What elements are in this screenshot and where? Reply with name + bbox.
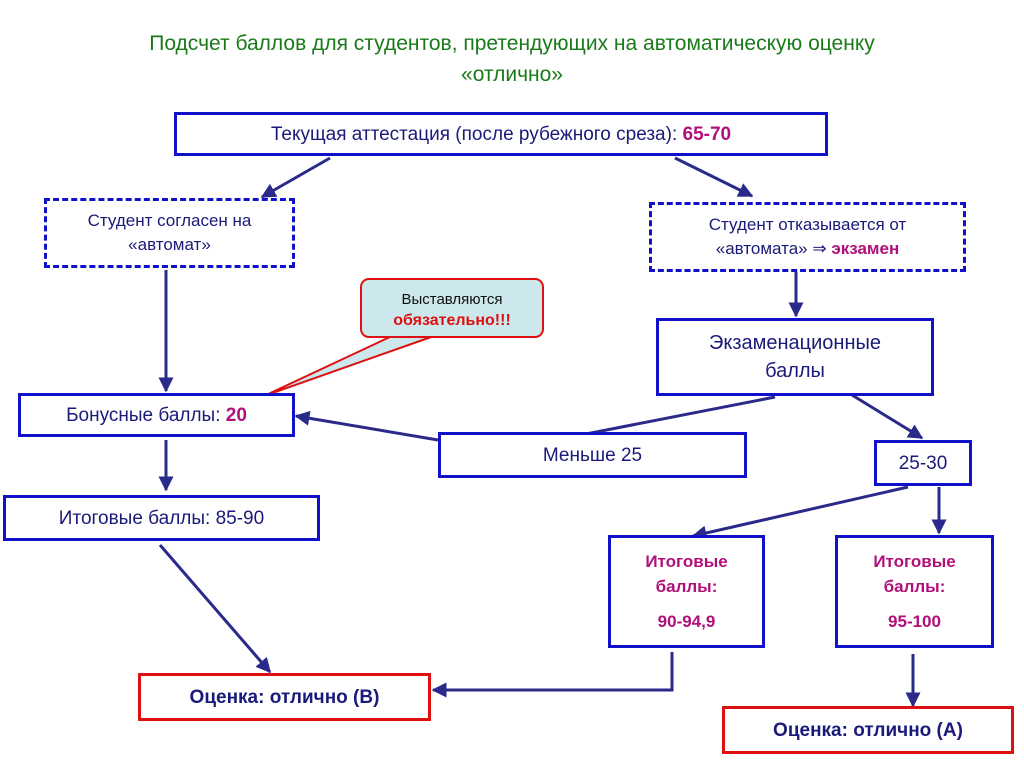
arrow-final-mid-to-grade-b <box>431 652 674 698</box>
exam-points-box: Экзаменационные баллы <box>656 318 934 396</box>
refuse-line-1: Студент отказывается от <box>708 215 907 234</box>
final-mid-value: 90-94,9 <box>657 612 716 631</box>
final-right-line-2: баллы: <box>883 577 946 596</box>
refuse-line-2: «автомата» <box>715 239 813 258</box>
agree-box: Студент согласен на «автомат» <box>44 198 295 268</box>
bonus-box: Бонусные баллы: 20 <box>18 393 295 437</box>
arrow-final-to-grade-b <box>158 544 272 674</box>
agree-line-2: «автомат» <box>128 235 211 254</box>
mandatory-callout: Выставляются обязательно!!! <box>360 278 544 338</box>
refuse-box: Студент отказывается от «автомата» ⇒ экз… <box>649 202 966 272</box>
arrow-exam-to-less <box>585 395 776 436</box>
callout-line-1: Выставляются <box>401 291 503 308</box>
current-attestation-box: Текущая аттестация (после рубежного срез… <box>174 112 828 156</box>
final-mid-line-1: Итоговые <box>645 552 728 571</box>
arrow-range-to-final-mid <box>691 485 909 541</box>
title-line-2: «отлично» <box>461 63 563 86</box>
exam-line-1: Экзаменационные <box>708 332 882 354</box>
less-than-label: Меньше 25 <box>542 444 643 466</box>
grade-a-label: Оценка: отлично (А) <box>773 719 963 741</box>
final-right-line-1: Итоговые <box>873 552 956 571</box>
callout-pointer <box>263 335 435 397</box>
agree-line-1: Студент согласен на <box>87 211 252 230</box>
final-points-left-box: Итоговые баллы: 85-90 <box>3 495 320 541</box>
bonus-value: 20 <box>225 404 247 426</box>
arrow-current-to-refuse <box>674 156 754 198</box>
implies-symbol: ⇒ <box>812 239 827 258</box>
final-points-right-box: Итоговые баллы: 95-100 <box>835 535 994 648</box>
title-line-1: Подсчет баллов для студентов, претендующ… <box>149 32 875 55</box>
diagram-title: Подсчет баллов для студентов, претендующ… <box>40 28 984 90</box>
final-points-mid-box: Итоговые баллы: 90-94,9 <box>608 535 765 648</box>
grade-a-box: Оценка: отлично (А) <box>722 706 1014 754</box>
grade-b-box: Оценка: отлично (B) <box>138 673 431 721</box>
range-label: 25-30 <box>898 452 948 474</box>
arrow-less-to-bonus <box>294 410 439 442</box>
current-attestation-value: 65-70 <box>682 123 732 145</box>
final-mid-line-2: баллы: <box>655 577 718 596</box>
final-left-label: Итоговые баллы: 85-90 <box>58 507 265 529</box>
arrow-exam-to-range <box>851 393 924 440</box>
range-box: 25-30 <box>874 440 972 486</box>
arrow-current-to-agree <box>260 156 331 199</box>
exam-line-2: баллы <box>765 360 825 382</box>
final-right-value: 95-100 <box>888 612 941 631</box>
callout-line-2: обязательно!!! <box>393 312 511 329</box>
grade-b-label: Оценка: отлично (B) <box>189 686 380 708</box>
refuse-exam: экзамен <box>826 239 900 258</box>
bonus-label: Бонусные баллы: <box>66 404 226 426</box>
less-than-box: Меньше 25 <box>438 432 747 478</box>
current-attestation-label: Текущая аттестация (после рубежного срез… <box>270 123 683 145</box>
